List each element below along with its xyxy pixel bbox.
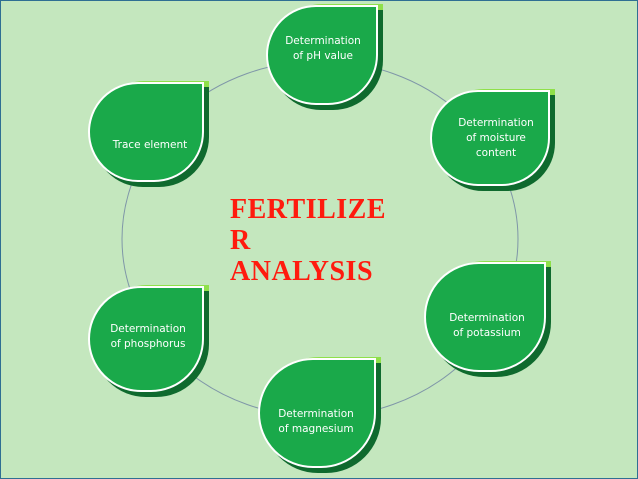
- node-label-magnesium: Determination of magnesium: [278, 408, 354, 435]
- leaf-body: [87, 82, 204, 182]
- leaf-node-potassium: [423, 261, 551, 377]
- node-label-potassium: Determination of potassium: [449, 312, 525, 339]
- node-label-trace: Trace element: [112, 138, 188, 151]
- leaf-node-moisture: [429, 89, 555, 191]
- leaf-body: [429, 90, 550, 186]
- node-label-phosphorus: Determination of phosphorus: [110, 323, 186, 350]
- leaf-node-magnesium: [257, 357, 381, 473]
- leaf-body: [265, 5, 378, 105]
- leaf-body: [257, 358, 376, 468]
- node-label-moisture: Determination of moisture content: [458, 116, 534, 159]
- node-label-ph: Determination of pH value: [285, 35, 361, 62]
- leaf-body: [87, 286, 204, 392]
- leaf-node-ph: [265, 4, 383, 110]
- diagram-title: FERTILIZE R ANALYSIS: [230, 194, 387, 287]
- leaf-node-trace: [87, 81, 209, 187]
- leaf-body: [423, 262, 546, 372]
- leaf-node-phosphorus: [87, 285, 209, 397]
